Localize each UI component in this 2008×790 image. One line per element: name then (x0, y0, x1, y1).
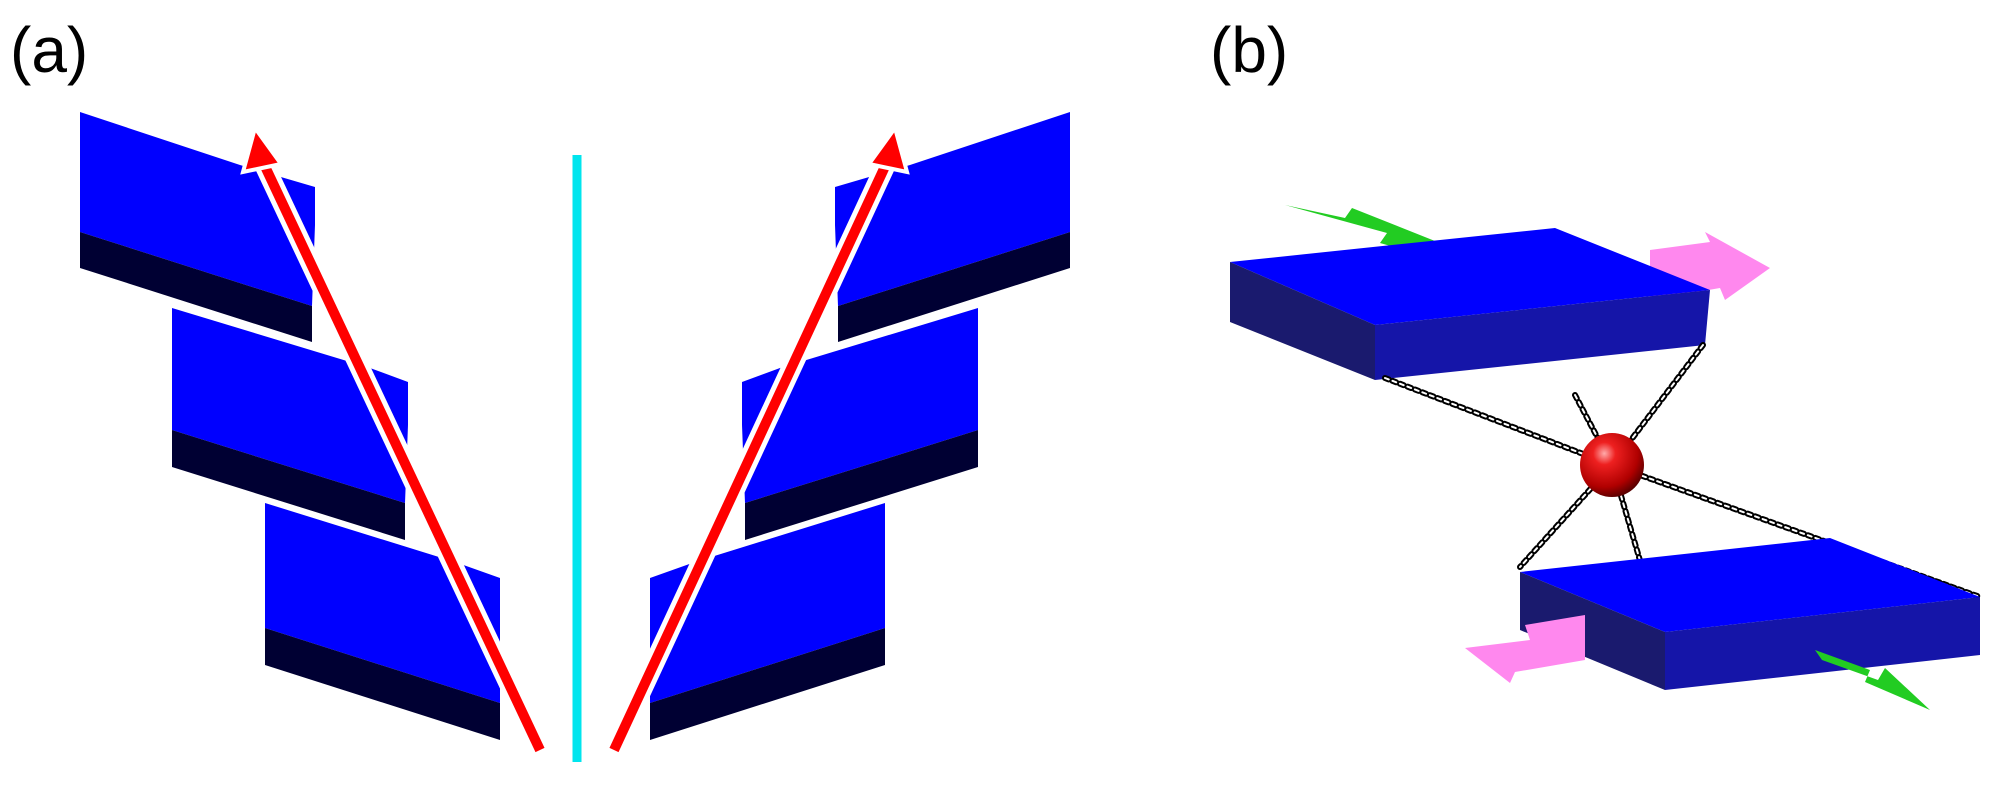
plate-icon (742, 308, 978, 540)
left-red-arrow-icon (240, 123, 550, 755)
plate-icon (265, 503, 500, 740)
plate-icon (650, 503, 885, 740)
green-arrow-icon (1815, 650, 1930, 710)
top-plate-icon (1230, 228, 1710, 380)
panel-a-label: (a) (10, 14, 88, 86)
right-red-arrow-icon (604, 123, 910, 755)
left-plate-stack (80, 112, 500, 740)
plate-icon (80, 112, 315, 342)
pink-arrow-icon (1465, 615, 1585, 683)
panel-b-label: (b) (1210, 14, 1288, 86)
plate-icon (172, 308, 408, 540)
plate-icon (835, 112, 1070, 342)
bottom-plate-icon (1520, 538, 1980, 690)
right-plate-stack (650, 112, 1070, 740)
red-sphere-icon (1580, 433, 1644, 497)
